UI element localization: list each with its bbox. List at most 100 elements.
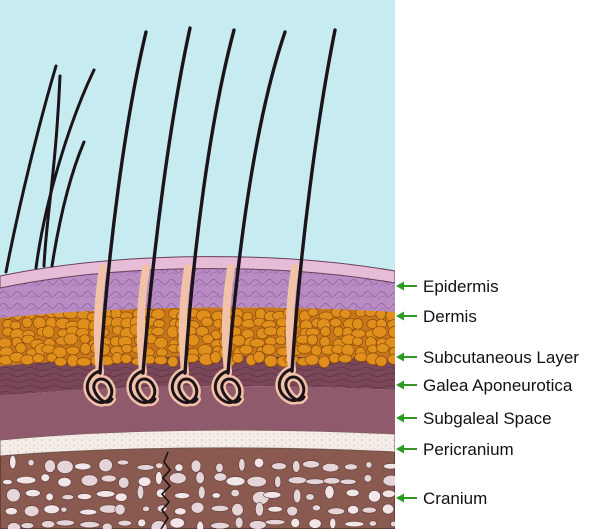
bone-fragment xyxy=(274,475,282,489)
fat-lobule xyxy=(307,307,319,317)
fat-lobule xyxy=(63,332,79,346)
fat-lobule xyxy=(318,355,331,368)
fat-lobule xyxy=(20,354,35,366)
bone-fragment xyxy=(195,471,205,485)
label-dermis: Dermis xyxy=(396,307,477,326)
bone-fragment xyxy=(117,519,132,527)
fat-lobule xyxy=(332,326,344,337)
fat-lobule xyxy=(195,325,209,337)
bone-fragment xyxy=(263,491,282,499)
bone-fragment xyxy=(16,476,37,485)
fat-lobule xyxy=(375,355,388,367)
hair-follicle xyxy=(126,26,192,407)
layer-labels: Epidermis Dermis Subcutaneous Layer Gale… xyxy=(396,277,579,508)
hair-shaft xyxy=(42,74,62,268)
fat-lobule xyxy=(201,334,214,344)
bone-fragment xyxy=(305,493,315,501)
fat-lobule xyxy=(32,316,47,330)
fat-lobule xyxy=(320,326,331,337)
label-dermis-text: Dermis xyxy=(423,307,477,326)
bone-fragment xyxy=(2,479,13,485)
fat-lobule xyxy=(341,343,355,357)
bone-fragment xyxy=(198,485,206,500)
bone-fragment xyxy=(23,505,40,517)
label-pericranium: Pericranium xyxy=(396,440,514,459)
bone-fragment xyxy=(347,505,360,515)
bone-fragment xyxy=(74,462,92,471)
fat-lobule xyxy=(339,308,352,319)
fat-lobule xyxy=(76,357,92,367)
bone-fragment xyxy=(6,488,21,503)
bone-fragment xyxy=(114,492,128,502)
bone-fragment xyxy=(136,464,155,471)
bone-fragment xyxy=(174,507,187,516)
fat-lobule xyxy=(261,343,276,356)
bone-fragment xyxy=(40,473,50,482)
fat-lobule xyxy=(372,326,388,338)
fat-lobule xyxy=(15,342,27,354)
bone-fragment xyxy=(79,521,100,529)
bone-fragment xyxy=(329,517,337,529)
fat-lobule xyxy=(337,354,353,364)
hair-follicle xyxy=(211,30,287,407)
bone-fragment xyxy=(312,504,321,512)
bone-fragment xyxy=(56,459,74,474)
fat-lobule xyxy=(54,357,68,367)
fat-lobule xyxy=(351,318,364,330)
fat-lobule xyxy=(21,316,33,329)
hair-shaft xyxy=(4,64,58,274)
bone-fragment xyxy=(118,476,130,489)
fat-lobule xyxy=(154,336,168,349)
fat-lobule xyxy=(32,353,45,364)
fat-lobule xyxy=(376,343,390,354)
bone-fragment xyxy=(137,476,152,487)
label-subcutaneous: Subcutaneous Layer xyxy=(396,348,579,367)
fat-lobule xyxy=(387,353,395,365)
bone-fragment xyxy=(211,505,229,512)
bone-fragment xyxy=(60,506,68,513)
bone-fragment xyxy=(255,501,264,517)
label-subcutaneous-text: Subcutaneous Layer xyxy=(423,348,579,367)
bone-fragment xyxy=(169,517,185,529)
bone-fragment xyxy=(231,503,244,517)
bone-fragment xyxy=(98,458,113,473)
bone-fragment xyxy=(271,462,287,471)
bone-fragment xyxy=(211,492,221,499)
hair-shaft xyxy=(34,68,96,270)
label-cranium-text: Cranium xyxy=(423,489,487,508)
bone-fragment xyxy=(248,520,267,529)
bone-fragment xyxy=(7,522,21,529)
bone-fragment xyxy=(302,460,320,469)
bone-fragment xyxy=(308,518,322,529)
bone-fragment xyxy=(41,520,56,529)
bone-fragment xyxy=(142,505,150,512)
bone-fragment xyxy=(305,478,325,485)
bone-fragment xyxy=(267,505,283,513)
fat-lobule xyxy=(79,334,91,344)
bone-fragment xyxy=(61,494,75,501)
bone-fragment xyxy=(57,477,72,488)
bone-fragment xyxy=(238,458,246,472)
bone-fragment xyxy=(225,476,246,487)
bone-fragment xyxy=(196,520,204,529)
fat-lobule xyxy=(263,326,279,337)
fat-lobule xyxy=(46,352,58,363)
fat-lobule xyxy=(151,327,166,337)
fat-lobule xyxy=(153,319,166,329)
label-subgaleal: Subgaleal Space xyxy=(396,409,552,428)
bone-fragment xyxy=(368,520,377,527)
fat-lobule xyxy=(253,351,266,364)
label-galea: Galea Aponeurotica xyxy=(396,376,573,395)
bone-fragment xyxy=(210,522,230,529)
bone-fragment xyxy=(79,508,98,516)
bone-fragment xyxy=(383,463,395,470)
label-epidermis-text: Epidermis xyxy=(423,277,499,296)
fat-lobule xyxy=(156,347,168,358)
hair-follicles xyxy=(4,26,337,407)
bone-fragment xyxy=(114,503,126,516)
bone-fragment xyxy=(246,476,267,488)
suture-line xyxy=(160,451,172,529)
bone-fragment xyxy=(287,476,307,485)
fat-lobule xyxy=(167,356,179,368)
fat-lobule xyxy=(264,354,278,368)
